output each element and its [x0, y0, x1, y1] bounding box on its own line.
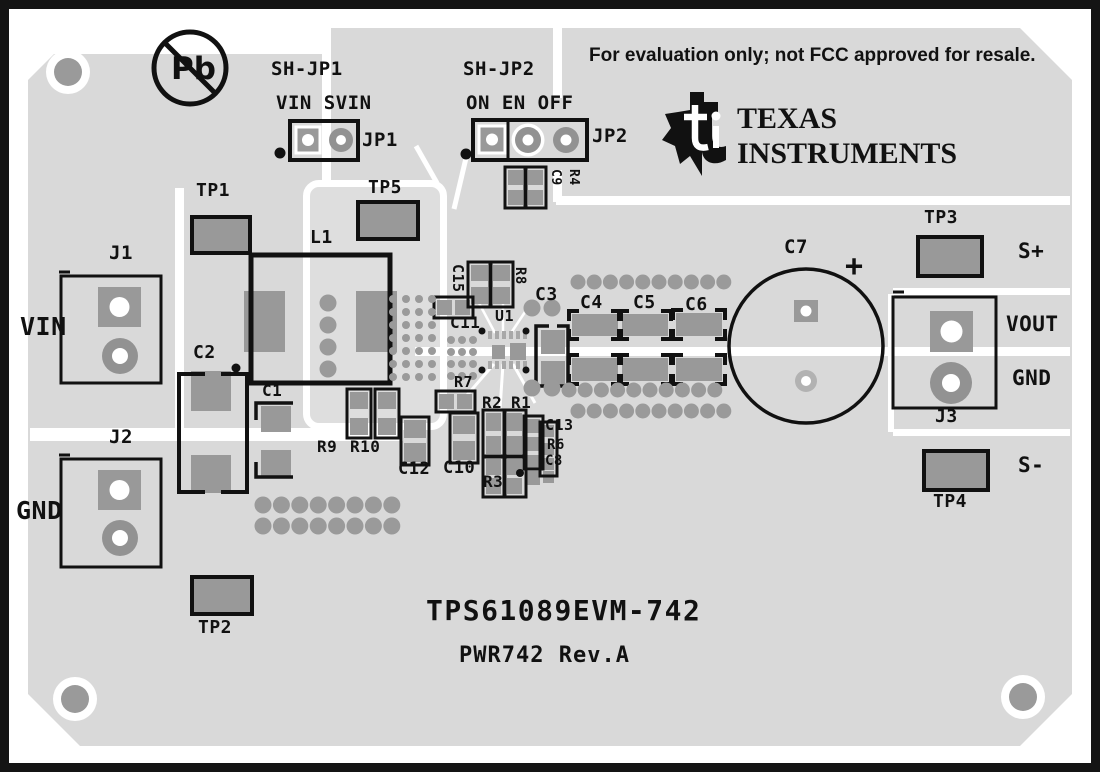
label-r10: R10 — [350, 437, 381, 456]
label-jp1-positions: VIN SVIN — [276, 92, 372, 114]
label-r7: R7 — [454, 373, 474, 391]
mounting-holes — [46, 50, 1045, 721]
label-jp2-positions: ON EN OFF — [466, 92, 574, 114]
label-vout: VOUT — [1006, 312, 1059, 336]
c7-capacitor — [727, 267, 885, 425]
label-tp4: TP4 — [933, 491, 968, 512]
label-j3: J3 — [935, 406, 958, 427]
label-r2: R2 — [482, 393, 503, 412]
label-r4: R4 — [566, 169, 581, 186]
lead-free-symbol: Pb — [171, 51, 216, 87]
label-c1: C1 — [262, 381, 283, 400]
trace-separation — [30, 428, 403, 441]
label-c5: C5 — [633, 292, 656, 313]
lead-free-icon — [151, 29, 229, 107]
label-tp3: TP3 — [924, 207, 959, 228]
label-c6: C6 — [685, 294, 708, 315]
label-j2: J2 — [109, 426, 133, 448]
label-vin: VIN — [20, 312, 67, 341]
component-pads — [191, 170, 722, 494]
through-hole-square-pads — [98, 124, 973, 510]
brand-name-line1: TEXAS — [737, 102, 838, 135]
label-j1: J1 — [109, 242, 133, 264]
label-c4: C4 — [580, 292, 603, 313]
label-u1: U1 — [495, 307, 515, 325]
label-jp2: JP2 — [592, 125, 628, 147]
trace-separation — [322, 28, 331, 182]
trace-separation — [893, 288, 1070, 295]
label-gnd-left: GND — [16, 496, 63, 525]
label-c10: C10 — [443, 458, 476, 478]
label-c13: C13 — [545, 416, 574, 434]
label-sh-jp1: SH-JP1 — [271, 58, 343, 80]
label-s-plus: S+ — [1018, 239, 1045, 263]
label-r3: R3 — [483, 472, 504, 491]
label-r6: R6 — [547, 437, 565, 453]
trace-separation — [175, 188, 184, 436]
trace-separation — [556, 196, 1070, 205]
vias — [254, 274, 732, 535]
fcc-notice: For evaluation only; not FCC approved fo… — [589, 45, 1036, 66]
label-l1: L1 — [310, 227, 333, 248]
label-c9: C9 — [548, 169, 563, 186]
label-c8: C8 — [545, 453, 563, 469]
board-part-number: TPS61089EVM-742 — [426, 594, 702, 627]
label-c11: C11 — [450, 313, 481, 332]
label-s-minus: S- — [1018, 453, 1045, 477]
label-c7-polarity: + — [845, 249, 864, 284]
polarity-dots — [231, 147, 530, 477]
label-tp1: TP1 — [196, 180, 231, 201]
label-gnd-right: GND — [1012, 366, 1052, 390]
label-sh-jp2: SH-JP2 — [463, 58, 535, 80]
label-c7: C7 — [784, 236, 808, 258]
trace-separation — [553, 170, 562, 202]
brand-name-line2: INSTRUMENTS — [737, 137, 958, 170]
label-tp5: TP5 — [368, 177, 403, 198]
trace-separation — [893, 429, 1070, 436]
trace-separation — [553, 28, 562, 98]
label-tp2: TP2 — [198, 617, 233, 638]
through-hole-round-pads — [102, 127, 972, 556]
label-c2: C2 — [193, 342, 216, 363]
label-jp1: JP1 — [362, 129, 398, 151]
label-c3: C3 — [535, 284, 558, 305]
trace-separation — [415, 347, 1070, 356]
label-c12: C12 — [398, 459, 431, 479]
label-r8: R8 — [512, 267, 528, 285]
ti-logo-icon — [662, 92, 726, 176]
label-r1: R1 — [511, 393, 532, 412]
label-r9: R9 — [317, 437, 338, 456]
u1-ic-pins — [488, 331, 527, 369]
test-point-pads — [190, 200, 990, 616]
board-revision: PWR742 Rev.A — [459, 643, 630, 668]
trace-separation — [888, 294, 894, 432]
label-c15: C15 — [449, 264, 467, 293]
